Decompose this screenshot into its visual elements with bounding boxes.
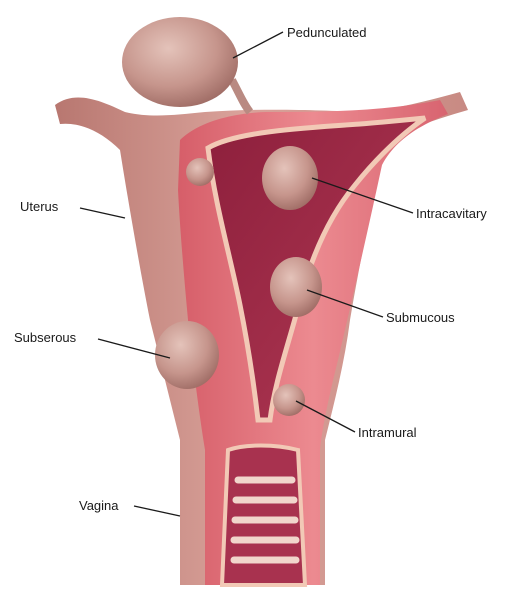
subserous-fibroid <box>155 321 219 389</box>
small-fundal-fibroid <box>186 158 214 186</box>
submucous-fibroid <box>270 257 322 317</box>
label-uterus: Uterus <box>20 199 59 214</box>
intracavitary-fibroid <box>262 146 318 210</box>
vaginal-canal <box>222 446 305 586</box>
label-submucous: Submucous <box>386 310 455 325</box>
label-vagina: Vagina <box>79 498 119 513</box>
label-intracavitary: Intracavitary <box>416 206 487 221</box>
intramural-fibroid <box>273 384 305 416</box>
label-intramural: Intramural <box>358 425 417 440</box>
label-pedunculated: Pedunculated <box>287 25 367 40</box>
label-subserous: Subserous <box>14 330 77 345</box>
pedunculated-fibroid <box>122 17 250 112</box>
